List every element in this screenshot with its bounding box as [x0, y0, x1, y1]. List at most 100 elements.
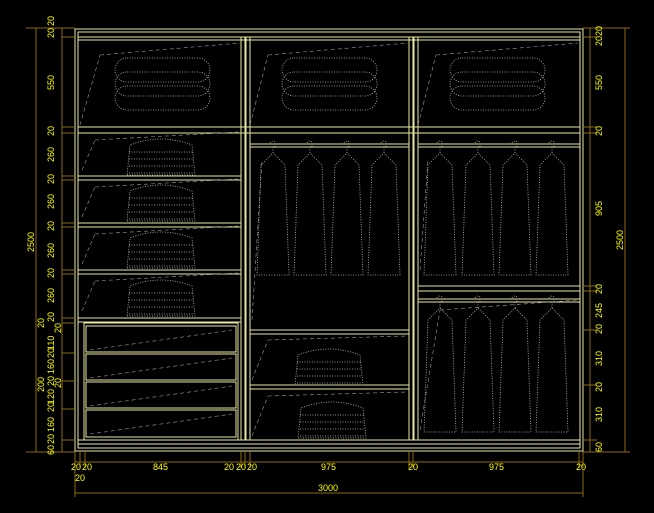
dim-label: 20 — [75, 473, 85, 483]
dim-label: 20 — [46, 348, 56, 358]
right-dimensions: 20 20 550 20 905 20 245 20 310 20 310 60… — [594, 26, 625, 452]
folded-clothes-icon — [126, 231, 196, 269]
quilt-icon — [281, 57, 378, 83]
guide-line — [81, 233, 96, 265]
guide-line — [89, 357, 233, 379]
hanging-shirt-icon — [498, 147, 532, 276]
left-dimensions: 20 20 550 20 260 20 260 20 260 20 260 20… — [26, 16, 63, 455]
dim-label: 310 — [594, 351, 604, 366]
guide-line — [79, 54, 101, 126]
guide-line — [249, 54, 269, 126]
dim-label: 245 — [594, 303, 604, 318]
dim-label: 20 — [46, 16, 56, 26]
hanging-shirt-icon — [423, 147, 457, 276]
dim-label: 20 — [594, 324, 604, 334]
shelf — [77, 269, 242, 275]
dim-label: 20 — [576, 462, 586, 472]
dim-label: 20 — [46, 126, 56, 136]
guide-line — [251, 159, 263, 321]
guide-line — [251, 339, 269, 381]
dim-label: 550 — [46, 75, 56, 90]
folded-clothes-icon — [126, 138, 196, 176]
dim-label: 20 — [46, 312, 56, 322]
dim-label: 20 — [46, 28, 56, 38]
dim-label: 20 — [224, 462, 234, 472]
dim-label: 310 — [594, 407, 604, 422]
hanging-shirt-icon — [461, 302, 495, 433]
quilt-icon — [281, 71, 378, 97]
drawer-front — [85, 325, 237, 353]
dim-label: 20 — [594, 382, 604, 392]
guide-line — [267, 391, 407, 397]
bottom-dimensions: 20 20 845 20 20 20 975 20 975 20 20 3000 — [71, 462, 586, 493]
dim-label: 975 — [489, 462, 504, 472]
guide-line — [99, 42, 241, 56]
dim-label: 160 — [46, 359, 56, 374]
drawer-front — [85, 409, 237, 438]
guide-line — [89, 329, 233, 351]
vertical-panel — [240, 36, 246, 441]
guide-line — [94, 272, 239, 282]
hanging-shirt-icon — [535, 302, 569, 433]
dim-label: 20 — [46, 434, 56, 444]
shelf — [249, 329, 410, 335]
hanging-shirt-icon — [423, 302, 457, 433]
quilt-icon — [281, 85, 378, 111]
dim-label: 20 — [36, 318, 46, 328]
guide-line — [94, 178, 239, 188]
left-total-dimension: 2500 — [26, 232, 36, 252]
hanging-shirt-icon — [461, 147, 495, 276]
folded-clothes-icon — [294, 348, 364, 386]
wardrobe-contents — [79, 42, 579, 439]
dim-label: 20 — [594, 36, 604, 46]
folded-clothes-icon — [126, 279, 196, 317]
quilt-icon — [449, 57, 546, 83]
guide-line — [94, 131, 239, 141]
folded-clothes-icon — [126, 184, 196, 222]
dim-label: 20 — [46, 268, 56, 278]
dim-label: 20 — [247, 462, 257, 472]
dim-label: 20 — [594, 26, 604, 36]
dim-label: 845 — [153, 462, 168, 472]
guide-line — [94, 225, 239, 235]
dim-label: 120 — [46, 389, 56, 404]
quilt-icon — [449, 71, 546, 97]
quilt-icon — [114, 85, 211, 111]
dim-label: 20 — [46, 402, 56, 412]
quilt-icon — [114, 57, 211, 83]
guide-line — [81, 280, 96, 312]
dim-label: 110 — [46, 336, 56, 350]
wardrobe-frame — [74, 28, 584, 452]
dim-label: 20 — [408, 462, 418, 472]
guide-line — [417, 54, 437, 126]
vertical-panel — [413, 36, 419, 441]
dim-label: 20 — [236, 462, 246, 472]
dim-label: 200 — [36, 377, 46, 392]
hanging-shirt-icon — [367, 147, 401, 276]
quilt-icon — [449, 85, 546, 111]
dim-label: 20 — [53, 323, 63, 333]
dim-label: 60 — [46, 445, 56, 455]
hanging-shirt-icon — [293, 147, 327, 276]
right-total-dimension: 2500 — [615, 230, 625, 250]
guide-line — [89, 413, 233, 435]
hanging-shirt-icon — [330, 147, 364, 276]
dim-label: 20 — [82, 462, 92, 472]
dim-label: 975 — [321, 462, 336, 472]
inner-frame — [77, 31, 581, 449]
dim-label: 20 — [46, 221, 56, 231]
guide-line — [435, 42, 579, 56]
shelf — [77, 175, 242, 181]
dim-label: 20 — [594, 126, 604, 136]
dim-label: 20 — [594, 284, 604, 294]
hanging-shirt-icon — [535, 147, 569, 276]
outer-frame — [74, 28, 584, 452]
plinth — [77, 439, 581, 445]
dimension-lines — [26, 27, 630, 497]
dim-label: 550 — [594, 75, 604, 90]
dim-label: 905 — [594, 201, 604, 216]
dim-label: 160 — [46, 417, 56, 432]
dim-label: 20 — [46, 376, 56, 386]
dim-label: 260 — [46, 243, 56, 258]
drawer-front — [85, 381, 237, 409]
